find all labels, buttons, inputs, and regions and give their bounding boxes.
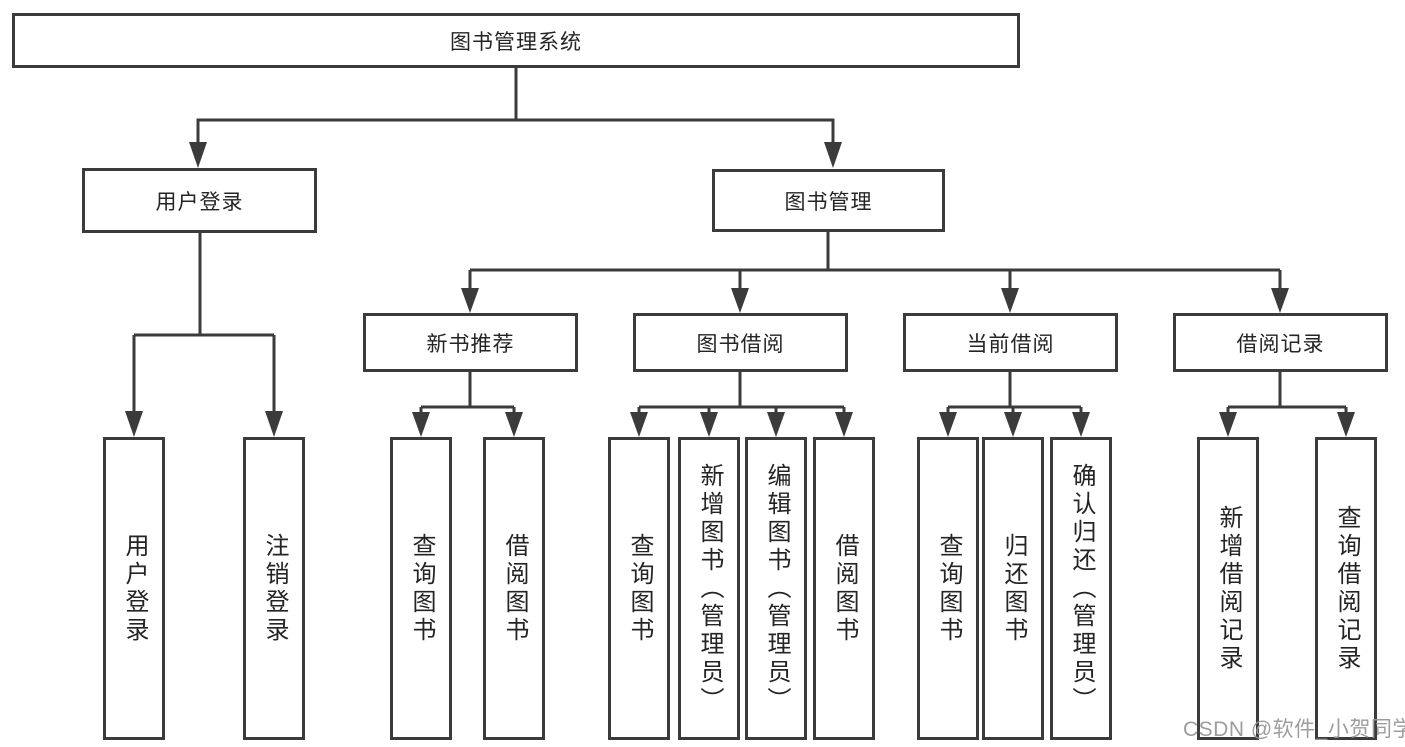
leaf-label: 查询图书	[408, 532, 435, 645]
connector-current-to-leaves	[939, 372, 1090, 437]
connector-root-to-level2	[189, 68, 842, 168]
leaf-label: 注销登录	[261, 532, 288, 645]
node-book-management: 图书管理	[712, 169, 945, 232]
connector-bookmgmt-to-level3	[461, 232, 1289, 313]
node-label: 当前借阅	[966, 332, 1055, 356]
leaf-newbook-borrow-books: 借阅图书	[483, 437, 545, 740]
leaf-records-query-record: 查询借阅记录	[1315, 437, 1377, 740]
leaf-borrow-borrow-books: 借阅图书	[813, 437, 875, 740]
leaf-logout: 注销登录	[243, 437, 305, 740]
node-library-management-system: 图书管理系统	[12, 13, 1020, 68]
leaf-label: 归还图书	[1000, 532, 1027, 645]
leaf-newbook-query-books: 查询图书	[390, 437, 452, 740]
connector-records-to-leaves	[1219, 372, 1355, 437]
node-user-login: 用户登录	[82, 168, 317, 233]
leaf-label: 借阅图书	[831, 532, 858, 645]
leaf-label: 查询图书	[935, 532, 962, 645]
leaf-label: 查询借阅记录	[1333, 504, 1360, 673]
leaf-records-add-record: 新增借阅记录	[1197, 437, 1259, 740]
node-current-borrowing: 当前借阅	[903, 313, 1118, 372]
leaf-label: 新增借阅记录	[1215, 504, 1242, 673]
node-label: 新书推荐	[426, 332, 515, 356]
leaf-borrow-add-books-admin: 新增图书（管理员）	[678, 437, 740, 740]
leaf-label: 查询图书	[626, 532, 653, 645]
node-label: 图书借阅	[696, 332, 785, 356]
csdn-watermark: CSDN @软件_小贺同学	[1183, 718, 1405, 741]
node-label: 用户登录	[155, 190, 244, 214]
leaf-label: 编辑图书（管理员）	[763, 462, 790, 715]
leaf-current-query-books: 查询图书	[917, 437, 979, 740]
node-label: 图书管理	[784, 190, 873, 214]
node-borrowing-records: 借阅记录	[1173, 313, 1388, 372]
leaf-borrow-query-books: 查询图书	[608, 437, 670, 740]
leaf-label: 新增图书（管理员）	[696, 462, 723, 715]
leaf-label: 借阅图书	[501, 532, 528, 645]
leaf-borrow-edit-books-admin: 编辑图书（管理员）	[745, 437, 807, 740]
leaf-label: 确认归还（管理员）	[1068, 462, 1095, 715]
leaf-user-login: 用户登录	[103, 437, 165, 740]
connector-newbook-to-leaves	[412, 372, 523, 437]
leaf-label: 用户登录	[121, 532, 148, 645]
node-new-book-recommendation: 新书推荐	[363, 313, 578, 372]
node-label: 借阅记录	[1236, 332, 1325, 356]
leaf-current-confirm-return-admin: 确认归还（管理员）	[1050, 437, 1112, 740]
connector-userlogin-to-leaves	[125, 233, 283, 437]
node-book-borrowing: 图书借阅	[633, 313, 848, 372]
node-label: 图书管理系统	[450, 30, 582, 54]
connector-borrowmod-to-leaves	[630, 372, 853, 437]
leaf-current-return-books: 归还图书	[982, 437, 1044, 740]
